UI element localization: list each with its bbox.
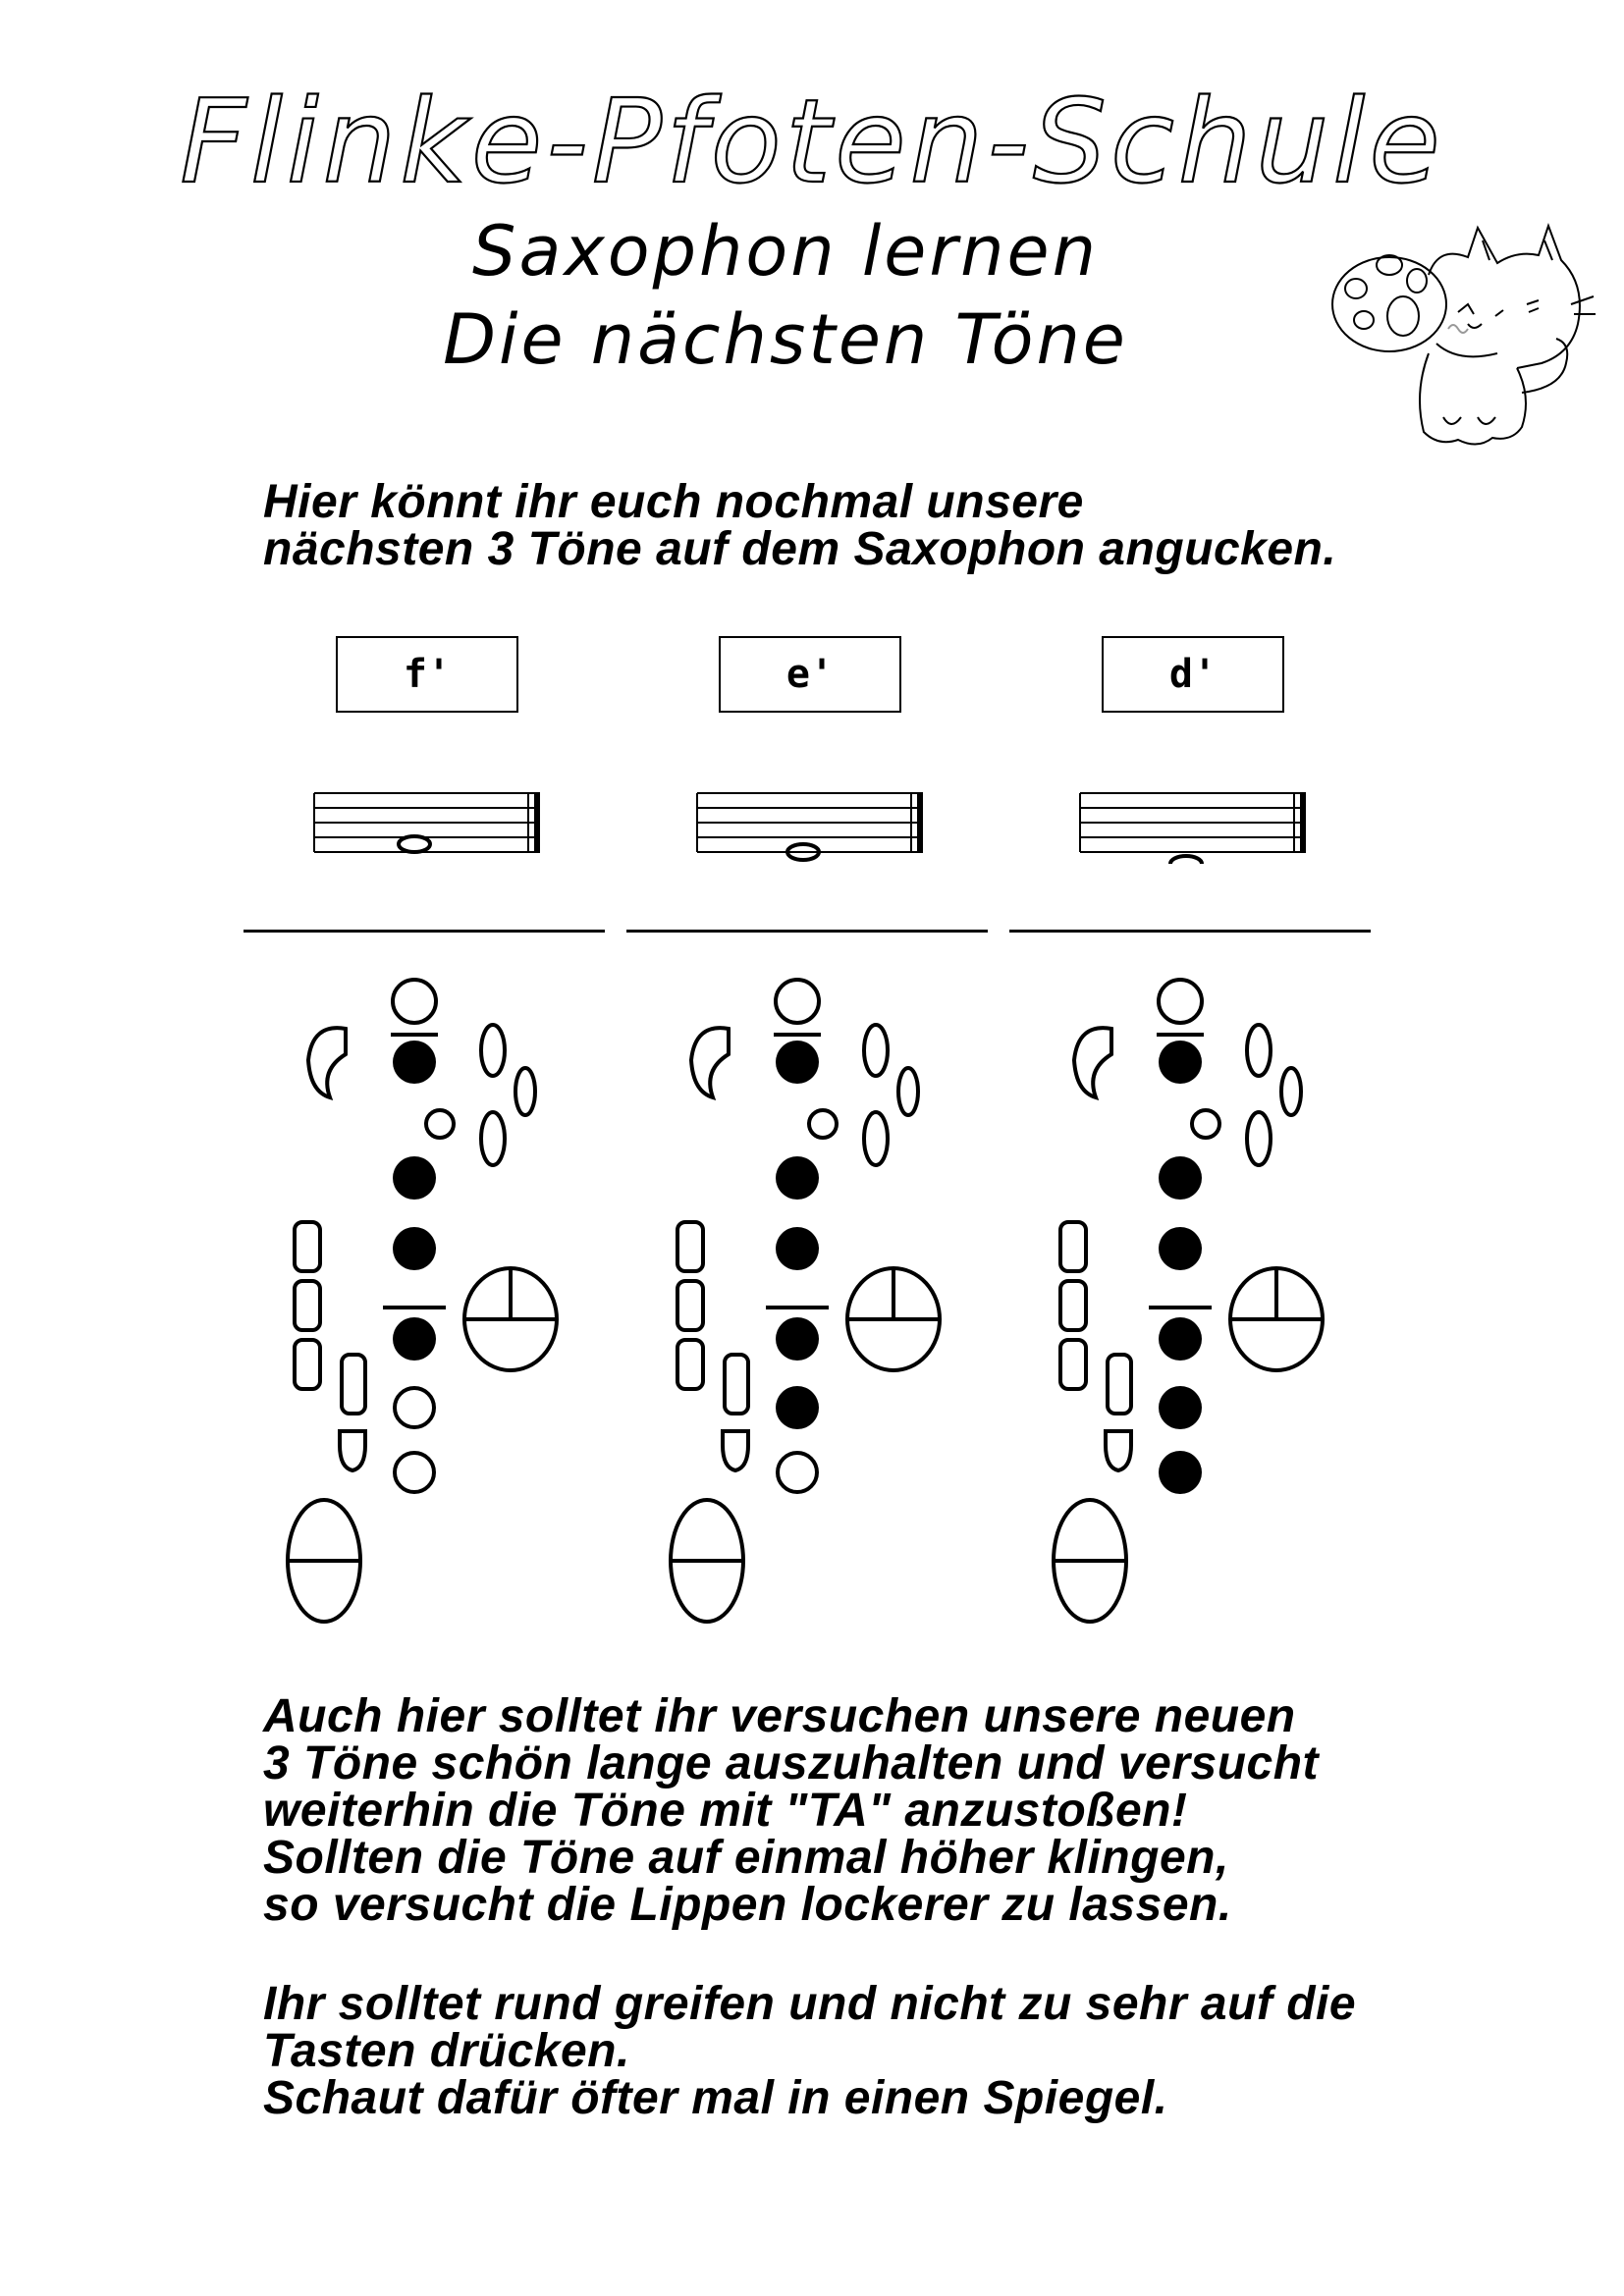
- lesson-title: Die nächsten Töne: [443, 299, 1128, 380]
- staff-note-f: [313, 792, 540, 854]
- rh-key-3-closed: [1159, 1451, 1202, 1494]
- staff-note-d: [1079, 792, 1306, 864]
- grip-line: Tasten drücken.: [263, 2025, 630, 2077]
- writing-line: [244, 930, 605, 933]
- staff-note-e: [696, 792, 923, 862]
- note-label-box-f: f': [336, 636, 518, 713]
- page-title: Flinke-Pfoten-Schule: [179, 73, 1444, 206]
- practice-paragraph: Auch hier solltet ihr versuchen unsere n…: [263, 1693, 1319, 1929]
- subtitle: Saxophon lernen: [472, 211, 1099, 292]
- page-title-text: Flinke-Pfoten-Schule: [180, 74, 1444, 206]
- cat-paw-illustration: [1331, 222, 1596, 446]
- fingering-chart-f: [286, 978, 559, 1624]
- fingering-chart-e: [669, 978, 942, 1624]
- note-label-box-e: e': [719, 636, 901, 713]
- writing-line: [626, 930, 988, 933]
- rh-key-2-closed: [776, 1386, 819, 1429]
- rh-key-2-open: [393, 1386, 436, 1429]
- grip-paragraph: Ihr solltet rund greifen und nicht zu se…: [263, 1981, 1356, 2122]
- rh-key-2-closed: [1159, 1386, 1202, 1429]
- fingering-chart-d: [1052, 978, 1325, 1624]
- intro-line: nächsten 3 Töne auf dem Saxophon angucke…: [263, 523, 1337, 575]
- rh-key-3-open: [776, 1451, 819, 1494]
- practice-line: Sollten die Töne auf einmal höher klinge…: [263, 1832, 1229, 1884]
- rh-key-3-open: [393, 1451, 436, 1494]
- practice-line: so versucht die Lippen lockerer zu lasse…: [263, 1879, 1232, 1931]
- practice-line: Auch hier solltet ihr versuchen unsere n…: [263, 1690, 1296, 1742]
- whole-note: [397, 834, 432, 854]
- intro-paragraph: Hier könnt ihr euch nochmal unsere nächs…: [263, 479, 1336, 573]
- grip-line: Ihr solltet rund greifen und nicht zu se…: [263, 1978, 1357, 2030]
- whole-note: [785, 842, 821, 862]
- writing-line: [1009, 930, 1371, 933]
- whole-note: [1168, 854, 1204, 864]
- intro-line: Hier könnt ihr euch nochmal unsere: [263, 476, 1084, 528]
- note-label-box-d: d': [1102, 636, 1284, 713]
- grip-line: Schaut dafür öfter mal in einen Spiegel.: [263, 2072, 1168, 2124]
- practice-line: 3 Töne schön lange auszuhalten und versu…: [263, 1737, 1320, 1789]
- practice-line: weiterhin die Töne mit "TA" anzustoßen!: [263, 1785, 1188, 1837]
